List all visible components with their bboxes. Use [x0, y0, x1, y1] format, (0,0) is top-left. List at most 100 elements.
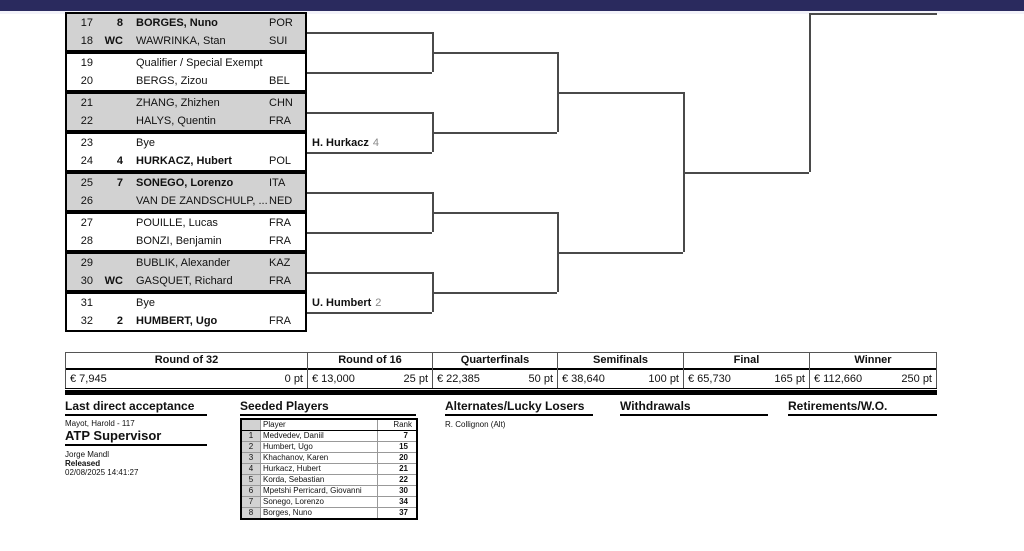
- seed: 2: [116, 314, 123, 327]
- bracket-line: [307, 272, 432, 274]
- seed: 8: [116, 16, 123, 29]
- seeded-player-name: Khachanov, Karen: [260, 452, 378, 464]
- position: 25: [80, 176, 93, 189]
- position: 18: [80, 34, 93, 47]
- round-label: Winner: [810, 353, 936, 370]
- country-code: FRA: [269, 234, 291, 247]
- prize-money: € 112,660: [814, 373, 863, 385]
- bracket-line: [307, 32, 432, 34]
- ranking-points: 165 pt: [774, 373, 805, 385]
- ranking-points: 0 pt: [284, 373, 303, 385]
- position: 27: [80, 216, 93, 229]
- draw-row-22: 22 HALYS, Quentin FRA: [67, 112, 305, 130]
- seeded-table-header: Player Rank: [240, 418, 418, 431]
- ranking-points: 50 pt: [528, 373, 553, 385]
- alternate-entry: R. Collignon (Alt): [445, 420, 506, 429]
- section-title: Withdrawals: [620, 400, 768, 416]
- player-name: POUILLE, Lucas: [136, 217, 218, 229]
- prize-col-round-of-16: Round of 16 € 13,000 25 pt: [307, 353, 432, 388]
- seeded-row: 3 Khachanov, Karen 20: [240, 452, 418, 464]
- player-name: GASQUET, Richard: [136, 275, 233, 287]
- draw-row-28: 28 BONZI, Benjamin FRA: [67, 232, 305, 250]
- position: 19: [80, 56, 93, 69]
- seed-number: 7: [240, 496, 261, 508]
- last-direct-acceptance-section: Last direct acceptance Mayot, Harold - 1…: [65, 400, 210, 477]
- prize-money: € 13,000: [312, 373, 355, 385]
- prize-points-table: Round of 32 € 7,945 0 pt Round of 16 € 1…: [65, 352, 937, 389]
- seeded-player-name: Hurkacz, Hubert: [260, 463, 378, 475]
- country-code: CHN: [269, 96, 293, 109]
- seeded-player-rank: 7: [377, 430, 418, 442]
- player-name: HURKACZ, Hubert: [136, 155, 232, 167]
- bracket-line: [307, 112, 432, 114]
- draw-row-24: 24 4 HURKACZ, Hubert POL: [67, 152, 305, 170]
- round-label: Final: [684, 353, 809, 370]
- country-code: FRA: [269, 114, 291, 127]
- prize-col-round-of-32: Round of 32 € 7,945 0 pt: [65, 353, 307, 388]
- advancer-seed: 4: [372, 137, 379, 149]
- player-name: HALYS, Quentin: [136, 115, 216, 127]
- draw-row-26: 26 VAN DE ZANDSCHULP, ... NED: [67, 192, 305, 210]
- seed-number: 6: [240, 485, 261, 497]
- last-direct-acceptance-value: Mayot, Harold - 117: [65, 419, 135, 428]
- bracket-line: [307, 152, 432, 154]
- position: 30: [80, 274, 93, 287]
- seeded-player-name: Korda, Sebastian: [260, 474, 378, 486]
- section-divider-bar: [65, 390, 937, 395]
- prize-col-winner: Winner € 112,660 250 pt: [809, 353, 937, 388]
- player-name: Qualifier / Special Exempt: [136, 57, 263, 69]
- country-code: NED: [269, 194, 293, 207]
- position: 26: [80, 194, 93, 207]
- seed-number: 3: [240, 452, 261, 464]
- draw-row-17: 17 8 BORGES, Nuno POR: [67, 14, 305, 32]
- seeded-row: 6 Mpetshi Perricard, Giovanni 30: [240, 485, 418, 497]
- player-name: Bye: [136, 297, 155, 309]
- bracket-line: [432, 52, 557, 54]
- round-label: Semifinals: [558, 353, 683, 370]
- draw-row-21: 21 ZHANG, Zhizhen CHN: [67, 94, 305, 112]
- country-code: ITA: [269, 176, 286, 189]
- bracket-line: [557, 252, 683, 254]
- position: 31: [80, 296, 93, 309]
- released-label: Released: [65, 459, 101, 468]
- draw-row-19: 19 Qualifier / Special Exempt: [67, 54, 305, 72]
- position: 32: [80, 314, 93, 327]
- position: 21: [80, 96, 93, 109]
- seeded-player-name: Humbert, Ugo: [260, 441, 378, 453]
- position: 28: [80, 234, 93, 247]
- seeded-row: 7 Sonego, Lorenzo 34: [240, 496, 418, 508]
- section-title: Retirements/W.O.: [788, 400, 937, 416]
- player-column-header: Player: [260, 418, 378, 431]
- draw-row-20: 20 BERGS, Zizou BEL: [67, 72, 305, 90]
- draw-pair: 31 Bye 32 2 HUMBERT, Ugo FRA: [65, 292, 307, 332]
- section-title: Alternates/Lucky Losers: [445, 400, 593, 416]
- country-code: POL: [269, 154, 292, 167]
- round-label: Round of 32: [66, 353, 307, 370]
- seeded-row: 5 Korda, Sebastian 22: [240, 474, 418, 486]
- position: 22: [80, 114, 93, 127]
- draw-row-31: 31 Bye: [67, 294, 305, 312]
- ranking-points: 100 pt: [648, 373, 679, 385]
- seeded-player-rank: 37: [377, 507, 418, 520]
- retirements-section: Retirements/W.O.: [788, 400, 938, 416]
- draw-pair: 17 8 BORGES, Nuno POR 18 WC WAWRINKA, St…: [65, 12, 307, 52]
- bracket-line: [432, 132, 557, 134]
- player-name: ZHANG, Zhizhen: [136, 97, 220, 109]
- advancer-seed: 2: [375, 297, 382, 309]
- bracket-line: [809, 13, 811, 172]
- bracket-line: [809, 13, 937, 15]
- withdrawals-section: Withdrawals: [620, 400, 770, 416]
- round-label: Round of 16: [308, 353, 432, 370]
- seeded-player-rank: 15: [377, 441, 418, 453]
- draw-row-30: 30 WC GASQUET, Richard FRA: [67, 272, 305, 290]
- draw-pair: 27 POUILLE, Lucas FRA 28 BONZI, Benjamin…: [65, 212, 307, 252]
- country-code: POR: [269, 16, 293, 29]
- bracket-line: [307, 232, 432, 234]
- prize-money: € 38,640: [562, 373, 605, 385]
- seed-number: 8: [240, 507, 261, 520]
- seeded-player-rank: 22: [377, 474, 418, 486]
- player-name: HUMBERT, Ugo: [136, 315, 218, 327]
- section-title: Last direct acceptance: [65, 400, 207, 416]
- prize-col-final: Final € 65,730 165 pt: [683, 353, 809, 388]
